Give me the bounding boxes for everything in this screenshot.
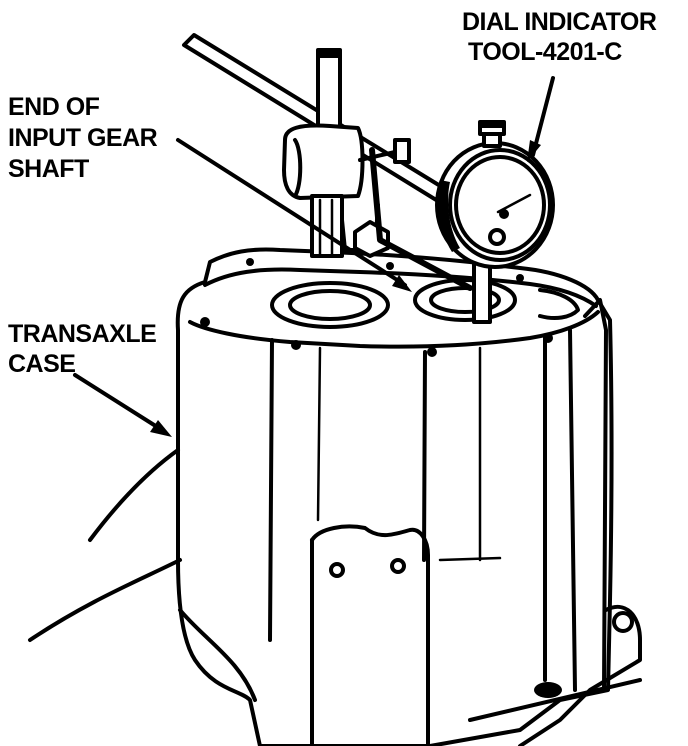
case-rib-1	[268, 338, 274, 642]
labels: DIAL INDICATOR TOOL-4201-C END OF INPUT …	[8, 8, 657, 378]
clamp-shaft	[358, 150, 397, 162]
indicator-mount	[182, 33, 473, 291]
rim-bolt-1	[200, 317, 210, 327]
rim-bolt-5	[246, 258, 254, 266]
dial-face	[454, 155, 546, 255]
label-input-shaft-line2: INPUT GEAR	[8, 124, 158, 152]
rim-bolt-3	[427, 347, 437, 357]
leader-dial-indicator	[531, 76, 555, 157]
mount-hole-1	[329, 562, 345, 578]
leader-lines	[73, 76, 555, 437]
rim-bolt-6	[386, 262, 394, 270]
post-cap	[318, 50, 340, 58]
leader-input-shaft-arrow	[392, 275, 412, 292]
output-bore-outer	[413, 278, 517, 322]
label-input-shaft-line1: END OF	[8, 93, 100, 121]
leader-dial-indicator-arrow	[527, 140, 541, 162]
clamp-screw	[393, 138, 411, 164]
case-top-rim	[188, 310, 600, 349]
case-mount-window	[310, 524, 430, 746]
rim-bolt-7	[516, 274, 524, 282]
fixture-arm-top	[88, 448, 180, 542]
label-case-line2: CASE	[8, 350, 75, 378]
case-side-edge	[583, 298, 608, 692]
clamp-block	[282, 123, 365, 200]
label-case-line1: TRANSAXLE	[8, 320, 156, 348]
case-rib-2	[316, 346, 322, 522]
fixture-arm-mid	[28, 558, 182, 642]
rim-bolt-2	[291, 340, 301, 350]
label-dial-indicator-line2: TOOL-4201-C	[468, 38, 622, 66]
leader-case-arrow	[150, 420, 172, 437]
input-bore-outer	[270, 281, 390, 329]
dial-needle-hub	[499, 209, 509, 219]
bracket-bolt	[612, 611, 634, 633]
dial-indicator	[435, 120, 555, 324]
input-bore-inner	[288, 289, 372, 321]
input-gear-shaft	[310, 194, 344, 258]
dial-subdial	[488, 228, 506, 246]
transaxle-case	[175, 247, 642, 746]
label-dial-indicator-line1: DIAL INDICATOR	[462, 8, 657, 36]
case-rib-3	[422, 350, 427, 562]
leader-case	[73, 373, 164, 432]
fixture-arm-low	[178, 608, 257, 702]
dial-knob-knurl	[482, 124, 502, 128]
case-lower-bracket	[518, 604, 642, 746]
clamp-edge	[293, 138, 303, 198]
case-top-flange	[203, 267, 598, 308]
mount-hole-2	[390, 558, 406, 574]
dial-face-ring	[448, 148, 552, 262]
leader-input-shaft	[176, 138, 407, 287]
indicator-arm	[369, 147, 473, 291]
drain-plug	[534, 682, 562, 698]
case-seam	[438, 556, 502, 562]
dial-bezel-shade	[438, 180, 460, 252]
holding-fixture	[28, 448, 257, 702]
case-side-inner	[568, 328, 577, 692]
label-input-shaft-line3: SHAFT	[8, 155, 89, 183]
case-rear-bore	[538, 288, 580, 320]
bracket-edge	[468, 678, 642, 722]
